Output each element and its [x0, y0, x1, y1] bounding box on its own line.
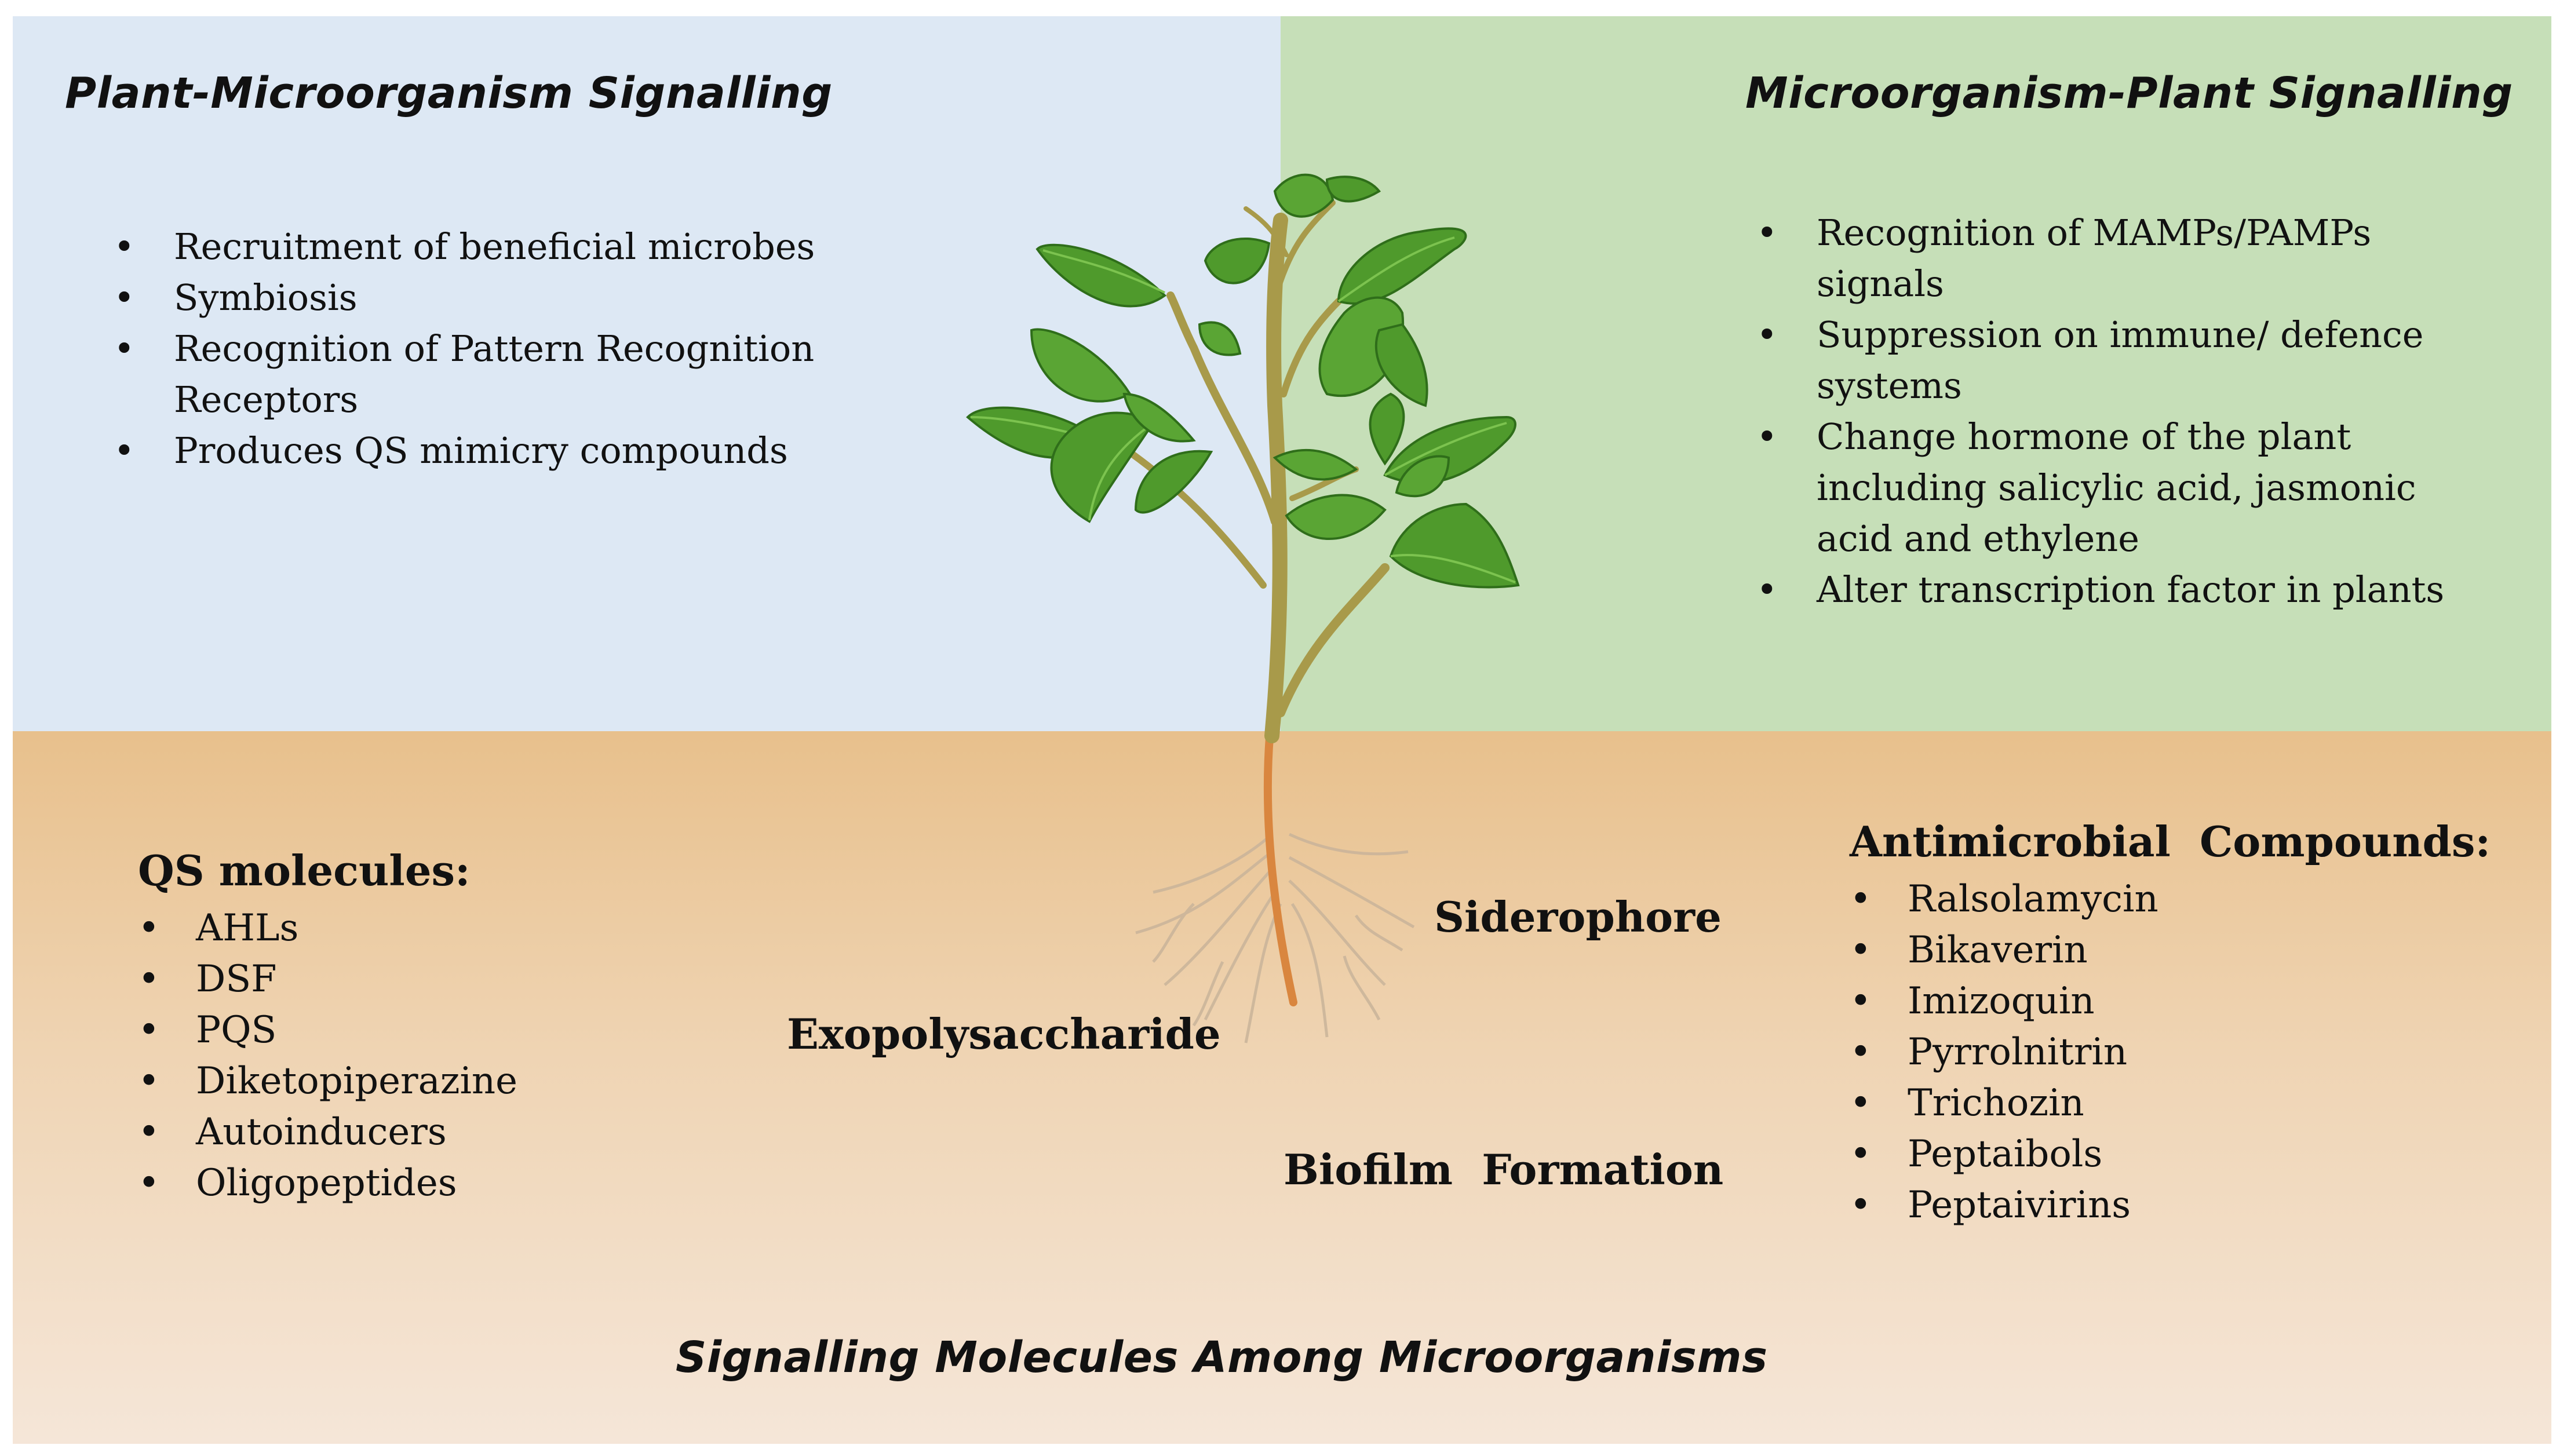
list-item: •Trichozin [1850, 1082, 2084, 1125]
list-item: •Imizoquin [1850, 980, 2095, 1023]
list-item: •Change hormone of the plant including s… [1756, 415, 2416, 560]
list-item: •Recognition of MAMPs/PAMPs signals [1756, 211, 2372, 305]
list-item: •DSF [138, 958, 277, 1001]
roots [1135, 833, 1415, 1043]
list-item: •AHLs [138, 907, 299, 950]
microorganism-plant-list: •Recognition of MAMPs/PAMPs signals •Sup… [1756, 207, 2489, 615]
list-item: •Alter transcription factor in plants [1756, 568, 2445, 611]
list-item: •PQS [138, 1009, 277, 1052]
antimicrobial-list: •Ralsolamycin •Bikaverin •Imizoquin •Pyr… [1850, 874, 2158, 1231]
exopolysaccharide-label: Exopolysaccharide [787, 1009, 1221, 1059]
list-item: •Recruitment of beneficial microbes [114, 225, 815, 268]
list-item: •Produces QS mimicry compounds [114, 429, 788, 472]
plant-microorganism-list: •Recruitment of beneficial microbes •Sym… [114, 221, 869, 476]
list-item: •Peptaivirins [1850, 1184, 2131, 1227]
soil-panel [13, 731, 2551, 1444]
list-item: •Autoinducers [138, 1111, 447, 1154]
list-item: •Recognition of Pattern Recognition Rece… [114, 327, 815, 421]
qs-molecules-list: •AHLs •DSF •PQS •Diketopiperazine •Autoi… [138, 903, 517, 1209]
plant-microorganism-title: Plant-Microorganism Signalling [65, 68, 833, 118]
list-item: •Bikaverin [1850, 929, 2088, 972]
list-item: •Symbiosis [114, 276, 358, 319]
list-item: •Oligopeptides [138, 1162, 457, 1205]
qs-molecules-heading: QS molecules: [138, 846, 471, 895]
antimicrobial-heading: Antimicrobial Compounds: [1850, 817, 2491, 866]
leaves [966, 173, 1520, 589]
biofilm-formation-label: Biofilm Formation [1284, 1145, 1724, 1194]
list-item: •Suppression on immune/ defence systems [1756, 313, 2424, 407]
list-item: •Ralsolamycin [1850, 878, 2158, 921]
microorganism-plant-panel [1281, 16, 2551, 731]
microorganisms-signalling-title: Signalling Molecules Among Microorganism… [676, 1333, 1768, 1382]
microorganism-plant-title: Microorganism-Plant Signalling [1745, 68, 2513, 118]
list-item: •Diketopiperazine [138, 1060, 517, 1103]
list-item: •Peptaibols [1850, 1133, 2103, 1176]
siderophore-label: Siderophore [1434, 892, 1722, 942]
list-item: •Pyrrolnitrin [1850, 1031, 2128, 1074]
